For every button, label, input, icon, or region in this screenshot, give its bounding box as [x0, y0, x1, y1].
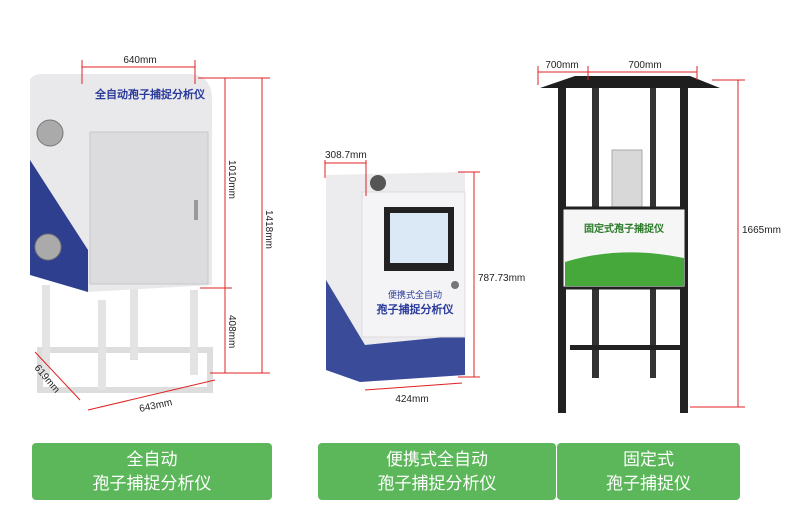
dim-depth: 308.7mm: [325, 150, 367, 161]
dim-base-width: 643mm: [138, 397, 173, 415]
caption-fixed-trap: 固定式 孢子捕捉仪: [557, 443, 740, 500]
automatic-spore-analyzer: 全自动孢子捕捉分析仪: [30, 74, 213, 393]
caption-portable-analyzer: 便携式全自动 孢子捕捉分析仪: [318, 443, 556, 500]
dim-width: 424mm: [395, 394, 428, 405]
caption-line2: 孢子捕捉分析仪: [377, 473, 497, 494]
caption-line1: 全自动: [126, 449, 178, 470]
dim-roof-width: 700mm: [628, 60, 661, 71]
device-label-line1: 便携式全自动: [388, 289, 442, 300]
dim-height: 1665mm: [742, 225, 781, 236]
dim-roof-overhang: 700mm: [545, 60, 578, 71]
dim-width: 640mm: [123, 55, 156, 66]
dimension-lines-2: [324, 160, 480, 391]
dimension-lines-1: [34, 60, 270, 411]
device-label: 全自动孢子捕捉分析仪: [94, 87, 206, 101]
portable-spore-analyzer: 便携式全自动 孢子捕捉分析仪: [326, 172, 466, 382]
dim-upper-height: 1010mm: [226, 160, 237, 199]
dimension-lines-3: [537, 66, 745, 408]
device-label-line2: 孢子捕捉分析仪: [377, 302, 455, 316]
dim-height: 787.73mm: [478, 273, 525, 284]
caption-line1: 固定式: [623, 449, 674, 470]
device-label: 固定式孢子捕捉仪: [584, 222, 665, 235]
caption-automatic-analyzer: 全自动 孢子捕捉分析仪: [32, 443, 272, 500]
fixed-spore-trap: 固定式孢子捕捉仪: [540, 76, 720, 413]
caption-line1: 便携式全自动: [386, 449, 488, 470]
caption-line2: 孢子捕捉分析仪: [92, 473, 212, 494]
product-illustration: 全自动孢子捕捉分析仪 640mm 1010mm 1418mm 408mm 619…: [30, 55, 781, 415]
dim-stand-height: 408mm: [226, 315, 237, 348]
dim-total-height: 1418mm: [263, 210, 274, 249]
caption-line2: 孢子捕捉仪: [606, 473, 691, 494]
